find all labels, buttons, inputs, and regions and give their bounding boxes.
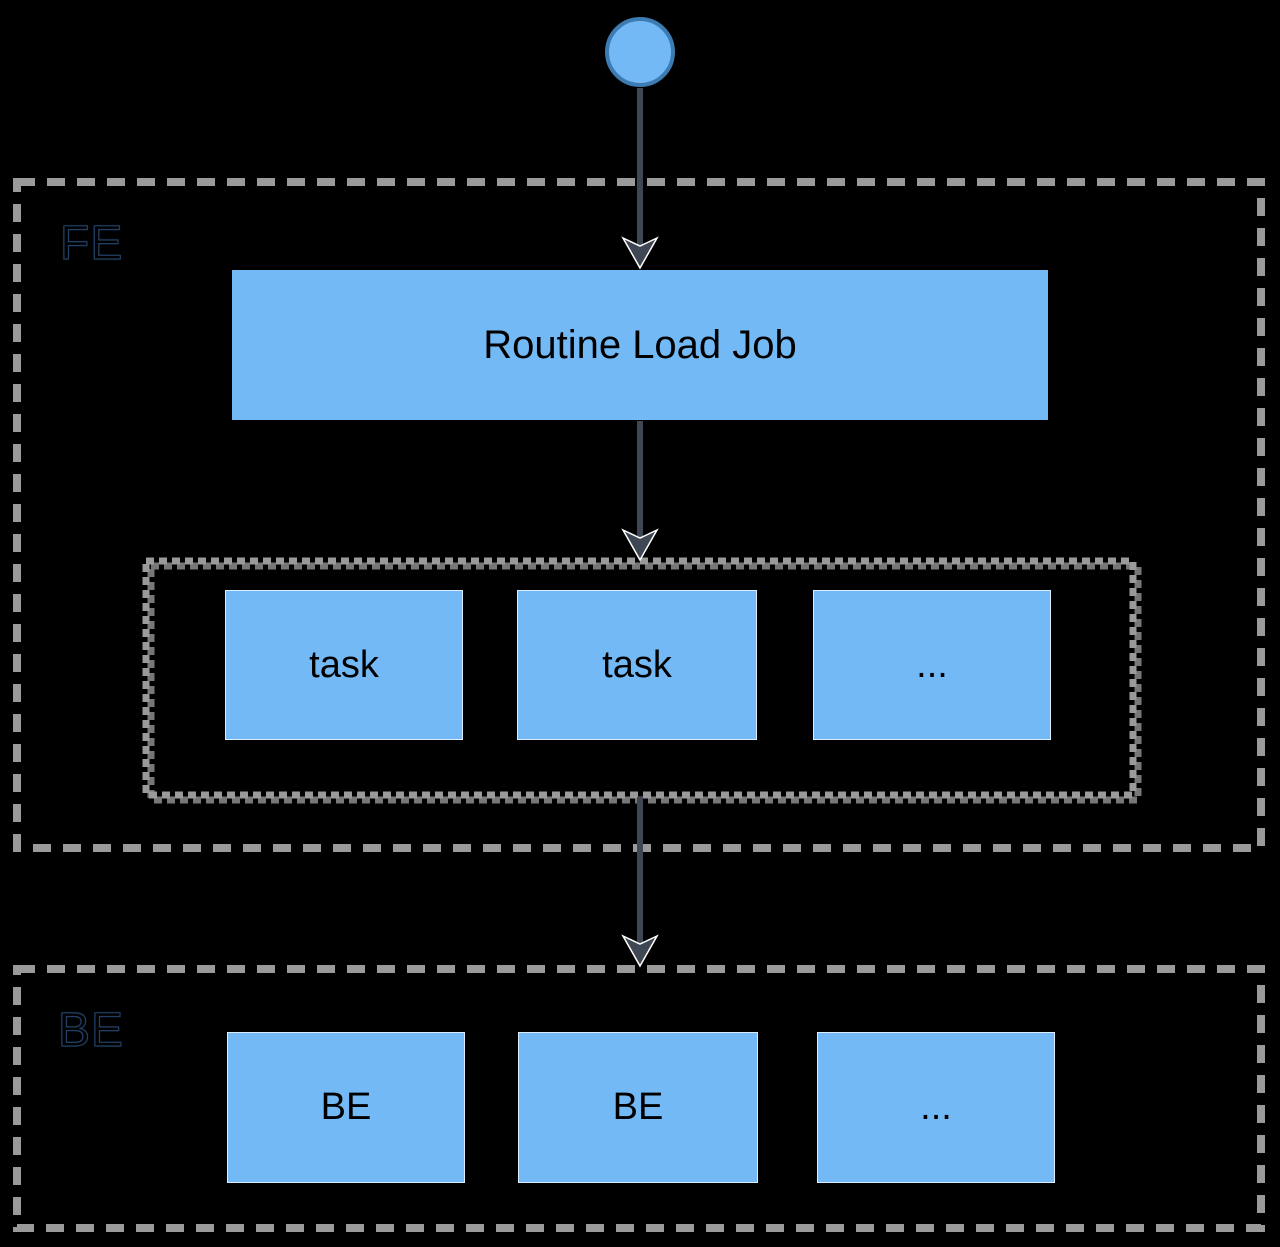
arrowhead-job-to-tasks bbox=[621, 528, 659, 562]
task-node-2: task bbox=[517, 590, 757, 740]
be-node-2: BE bbox=[518, 1032, 758, 1183]
task-node-ellipsis: ... bbox=[813, 590, 1051, 740]
start-circle-icon bbox=[605, 17, 675, 87]
fe-container-label: FE bbox=[59, 216, 124, 270]
task-node-1: task bbox=[225, 590, 463, 740]
be-node-ellipsis: ... bbox=[817, 1032, 1055, 1183]
arrowhead-tasks-to-be bbox=[621, 934, 659, 968]
be-container-label: BE bbox=[57, 1003, 125, 1057]
arrowhead-start-to-job bbox=[621, 236, 659, 270]
be-node-1: BE bbox=[227, 1032, 465, 1183]
routine-load-job-node: Routine Load Job bbox=[232, 270, 1048, 420]
